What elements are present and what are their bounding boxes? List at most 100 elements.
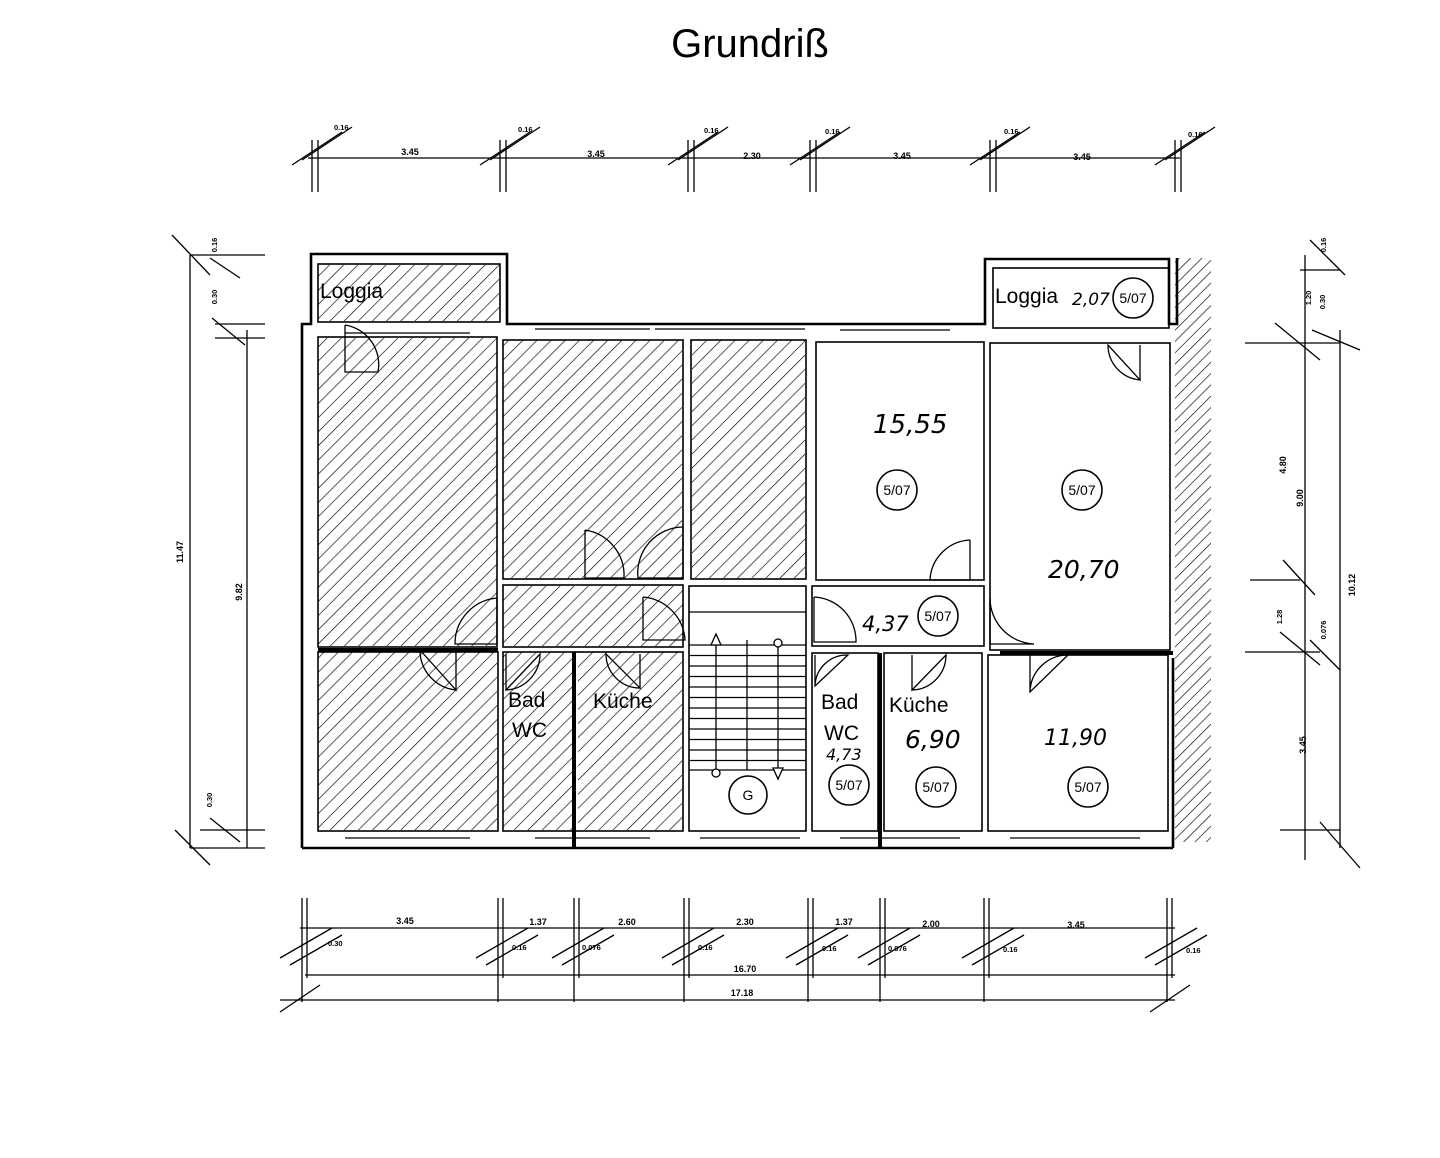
dim-tick-slash [971, 934, 1025, 966]
dim-tick-slash [677, 126, 729, 161]
bad-right-label: Bad [821, 691, 858, 714]
tag-text: 5/07 [1068, 482, 1095, 498]
dim-top-4: 3.45 [893, 151, 911, 161]
dimension-bottom: 3.45 1.37 2.60 2.30 1.37 2.00 3.45 0.30 … [279, 898, 1208, 1013]
tag-text: 5/07 [1074, 779, 1101, 795]
dim-tick-slash [667, 131, 719, 166]
dim-top-wall-2: 0.16 [518, 125, 533, 134]
dim-top-wall-4: 0.16 [825, 127, 840, 136]
stair-arrow-down-head [771, 767, 785, 781]
dim-tick-slash [301, 126, 353, 161]
dim-bottom-wall-3: 0.076 [582, 943, 601, 952]
dim-top-3: 2.30 [743, 151, 761, 161]
dim-tick-slash [1144, 927, 1198, 959]
kueche-left-label: Küche [593, 690, 653, 713]
dim-bottom-inner: 16.70 [734, 964, 757, 974]
staircase: G [689, 611, 806, 815]
bad-left-label: Bad [508, 689, 545, 712]
dim-tick-slash [969, 131, 1021, 166]
tag-room-top-right: 5/07 [1061, 469, 1103, 511]
dim-bottom-7: 3.45 [1067, 920, 1085, 930]
walls [300, 252, 1179, 850]
tag-circle [1112, 277, 1154, 319]
dim-right-wall-2: 0.30 [1318, 295, 1327, 310]
dim-tick-slash [1164, 126, 1216, 161]
dim-bottom-1: 3.45 [396, 916, 414, 926]
dim-top-2: 3.45 [587, 149, 605, 159]
area-bath: 4,73 [826, 745, 862, 764]
dim-right-2: 4.80 [1278, 456, 1288, 474]
dim-right-inner: 9.00 [1295, 489, 1305, 507]
loggia-left-hatch [318, 265, 499, 321]
dim-left-wall-2: 0.30 [210, 290, 219, 305]
dim-tick-slash [485, 934, 539, 966]
dim-bottom-wall-2: 0.16 [512, 943, 527, 952]
neighbour-wall-hatch [1175, 258, 1211, 842]
tag-kitchen: 5/07 [915, 766, 957, 808]
dim-top-wall-5: 0.16 [1004, 127, 1019, 136]
area-values: 2,07 15,55 20,70 4,37 4,73 6,90 11,90 [826, 290, 1120, 764]
dim-bottom-wall-5: 0.16 [822, 944, 837, 953]
dim-left-wall-1: 0.16 [210, 238, 219, 253]
area-room-bottom-right: 11,90 [1044, 726, 1107, 751]
dim-tick-slash [661, 927, 715, 959]
tag-text: 5/07 [922, 779, 949, 795]
area-room-top-right: 20,70 [1048, 555, 1120, 584]
tag-room-bottom-right: 5/07 [1067, 766, 1109, 808]
dim-tick-slash [289, 934, 343, 966]
page-title: Grundriß [671, 22, 829, 66]
dim-tick-slash [1154, 934, 1208, 966]
tag-hall: 5/07 [917, 595, 959, 637]
tag-text: 5/07 [1119, 290, 1146, 306]
dim-tick-slash [961, 927, 1015, 959]
tag-circle [917, 595, 959, 637]
top-ticks [291, 126, 1216, 192]
room-tags: 5/07 5/07 5/07 5/07 5/07 5/07 5/07 [828, 277, 1154, 808]
stair-label: G [743, 787, 754, 803]
tag-text: 5/07 [924, 608, 951, 624]
dim-right-wall-1: 0.16 [1319, 238, 1328, 253]
stair-label-circle [728, 775, 768, 815]
tag-loggia-right: 5/07 [1112, 277, 1154, 319]
kitchen-left-hatch [578, 652, 682, 830]
tag-circle [876, 469, 918, 511]
area-hall: 4,37 [862, 612, 909, 636]
dim-tick-slash [785, 927, 839, 959]
dim-tick-slash [291, 131, 343, 166]
room-left-bottom-hatch [318, 652, 497, 830]
hall-left-hatch [503, 586, 683, 646]
dim-bottom-4: 2.30 [736, 917, 754, 927]
dim-right-wall-3: 0.076 [1319, 621, 1328, 640]
dim-top-wall-3: 0.16 [704, 126, 719, 135]
dim-tick-slash [279, 984, 321, 1013]
room-middle-top-hatch [503, 340, 682, 578]
dim-tick-slash [857, 927, 911, 959]
dim-top-1: 3.45 [401, 147, 419, 157]
dim-left-wall-3: 0.30 [205, 793, 214, 808]
tag-circle [1061, 469, 1103, 511]
dim-bottom-2: 1.37 [529, 917, 547, 927]
loggia-right-label: Loggia [995, 285, 1058, 308]
room-labels: Loggia Loggia Bad WC Küche Bad WC Küche [320, 280, 1058, 745]
loggia-left-label: Loggia [320, 280, 383, 303]
tag-circle [915, 766, 957, 808]
stair-end-dot [773, 638, 783, 648]
dim-left-total: 11.47 [175, 541, 185, 563]
dim-tick-slash [475, 927, 529, 959]
tag-bath: 5/07 [828, 764, 870, 806]
dim-bottom-wall-7: 0.16 [1003, 945, 1018, 954]
dimension-right: 1.20 4.80 1.28 3.45 9.00 10.12 0.16 0.30… [1245, 238, 1361, 869]
tag-text: 5/07 [883, 482, 910, 498]
dim-tick-slash [279, 927, 333, 959]
dim-bottom-wall-8: 0.16 [1186, 946, 1201, 955]
tag-room-top-middle: 5/07 [876, 469, 918, 511]
area-kitchen: 6,90 [905, 725, 961, 754]
kueche-right-label: Küche [889, 694, 949, 717]
left-apartment-hatched [318, 258, 1211, 842]
dim-tick-slash [671, 934, 725, 966]
bottom-ticks [279, 898, 1208, 1013]
windows [345, 328, 1140, 839]
dim-top-5: 3.45 [1073, 152, 1091, 162]
room-right-top-hatch [692, 340, 805, 578]
